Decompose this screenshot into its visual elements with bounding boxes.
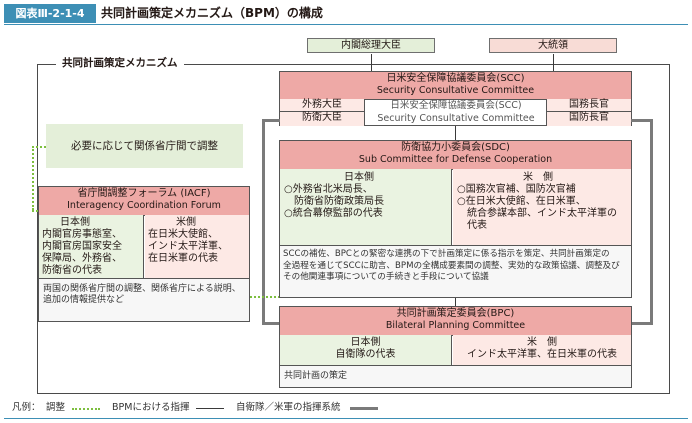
bpc-note: 共同計画の策定	[280, 365, 631, 387]
sdc-box: 防衛協力小委員会(SDC) Sub Committee for Defense …	[279, 140, 632, 298]
bpc-title-ja: 共同計画策定委員会(BPC)	[396, 308, 515, 319]
title-rule	[4, 24, 688, 25]
sdc-title-ja: 防衛協力小委員会(SDC)	[401, 142, 510, 153]
sdc-us-line: 統合参謀本部、インド太平洋軍の	[457, 208, 617, 219]
coordination-line-ministries	[32, 146, 46, 148]
legend-prefix: 凡例：	[12, 402, 41, 413]
iacf-japan-line: 保障局、外務省、	[42, 253, 122, 264]
command-line-right-top	[631, 119, 653, 122]
sdc-note: SCCの補佐、BPCとの緊密な連携の下で計画策定に係る指示を策定、共同計画策定の…	[280, 245, 631, 297]
iacf-japan-line: 内閣官房国家安全	[42, 241, 122, 252]
figure-title: 共同計画策定メカニズム（BPM）の構成	[101, 6, 323, 20]
coordination-line-iacf	[32, 210, 38, 212]
sdc-note-line: SCCの補佐、BPCとの緊密な連携の下で計画策定に係る指示を策定、共同計画策定の	[283, 249, 610, 259]
scc-title-en: Security Consultative Committee	[376, 85, 535, 96]
legend-sdf-us-command-label: 自衛隊／米軍の指揮系統	[236, 402, 341, 413]
coordination-line-sdc-bpc	[250, 296, 280, 298]
scc-center-en: Security Consultative Committee	[377, 113, 535, 124]
legend-bpm-command-label: BPMにおける指揮	[112, 402, 190, 413]
sdc-us-line: 代表	[457, 220, 487, 231]
iacf-us-line: インド太平洋軍、	[148, 241, 228, 252]
sdc-japan-side: 日本側 ○外務省北米局長、 防衛省防衛政策局長 ○統合幕僚監部の代表	[280, 169, 452, 245]
mechanism-frame	[37, 64, 670, 394]
bpc-us-head: 米 側	[527, 337, 557, 348]
figure-number-badge: 図表Ⅲ-2-1-4	[4, 4, 96, 23]
bpc-title-en: Bilateral Planning Committee	[385, 320, 526, 331]
sdc-japan-line: 防衛省防衛政策局長	[284, 196, 384, 207]
bottom-rule	[4, 418, 688, 419]
coordination-line-vertical	[32, 146, 34, 210]
sdc-japan-head: 日本側	[344, 172, 374, 183]
scc-title-ja: 日米安全保障協議委員会(SCC)	[386, 73, 525, 84]
legend-coordination-swatch	[72, 408, 100, 410]
iacf-japan-head: 日本側	[60, 217, 90, 228]
relevant-ministries-box: 必要に応じて関係省庁間で調整	[46, 124, 243, 168]
command-line-right-vertical	[650, 119, 653, 325]
bpc-us-side: 米 側 インド太平洋軍、在日米軍の代表	[453, 335, 631, 365]
iacf-us-head: 米側	[176, 217, 196, 228]
iacf-note-line: 追加の情報提供など	[43, 295, 125, 305]
sdc-us-line: ○国務次官補、国防次官補	[457, 184, 576, 195]
bpc-header: 共同計画策定委員会(BPC) Bilateral Planning Commit…	[280, 307, 631, 336]
sdc-us-side: 米 側 ○国務次官補、国防次官補 ○在日米大使館、在日米軍、 統合参謀本部、イン…	[453, 169, 631, 245]
bpc-japan-line: 自衛隊の代表	[335, 349, 396, 360]
command-line-right-bottom	[631, 322, 653, 325]
iacf-japan-line: 内閣官房事態室、	[42, 229, 122, 240]
iacf-title-en: Interagency Coordination Forum	[67, 200, 221, 211]
scc-member-secretary-of-defense: 国防長官	[546, 112, 631, 126]
scc-center-ja: 日米安全保障協議委員会(SCC)	[390, 100, 522, 111]
sdc-us-line: ○在日米大使館、在日米軍、	[457, 196, 586, 207]
bpc-japan-head: 日本側	[350, 337, 381, 348]
sdc-note-line: その他関連事項についての手続きと手段について協議	[283, 272, 489, 282]
scc-member-foreign-minister: 外務大臣	[280, 99, 365, 112]
president-box: 大統領	[489, 38, 617, 53]
iacf-box: 省庁間調整フォーラム (IACF) Interagency Coordinati…	[38, 186, 250, 322]
command-line-left-top	[262, 119, 280, 122]
iacf-note: 両国の関係省庁間の調整、関係省庁による説明、 追加の情報提供など	[39, 278, 249, 321]
iacf-title-ja: 省庁間調整フォーラム (IACF)	[77, 188, 211, 199]
sdc-us-head: 米 側	[523, 172, 553, 183]
president-to-scc-line	[553, 54, 554, 71]
iacf-note-line: 両国の関係省庁間の調整、関係省庁による説明、	[43, 284, 241, 294]
iacf-japan-line: 防衛省の代表	[42, 265, 102, 276]
iacf-us-line: 在日米軍の代表	[148, 253, 218, 264]
scc-member-secretary-of-state: 国務長官	[546, 99, 631, 112]
bpc-japan-side: 日本側 自衛隊の代表	[280, 335, 452, 365]
scc-member-defense-minister: 防衛大臣	[280, 112, 365, 126]
sdc-to-bpc-line	[455, 298, 456, 306]
legend-coordination-label: 調整	[46, 402, 66, 413]
prime-minister-box: 内閣総理大臣	[307, 38, 435, 53]
iacf-us-side: 米側 在日米大使館、 インド太平洋軍、 在日米軍の代表	[145, 215, 249, 278]
sdc-note-line: 全過程を通じてSCCに助言、BPMの全構成要素間の調整、実効的な政策協議、調整及…	[283, 260, 620, 271]
sdc-title-en: Sub Committee for Defense Cooperation	[358, 154, 553, 165]
bpc-us-line: インド太平洋軍、在日米軍の代表	[467, 349, 617, 360]
sdc-japan-line: ○統合幕僚監部の代表	[284, 208, 383, 219]
legend-sdf-us-command-swatch	[350, 407, 378, 410]
sdc-japan-line: ○外務省北米局長、	[284, 184, 373, 195]
scc-box: 日米安全保障協議委員会(SCC) Security Consultative C…	[279, 71, 632, 126]
command-line-left-bottom	[262, 322, 280, 325]
command-line-left-vertical	[262, 119, 265, 325]
scc-body: 外務大臣 防衛大臣 日米安全保障協議委員会(SCC) Security Cons…	[280, 99, 631, 126]
iacf-us-line: 在日米大使館、	[148, 229, 218, 240]
bpc-box: 共同計画策定委員会(BPC) Bilateral Planning Commit…	[279, 306, 632, 388]
pm-to-scc-line	[371, 54, 372, 71]
scc-to-sdc-line	[455, 126, 456, 140]
scc-header: 日米安全保障協議委員会(SCC) Security Consultative C…	[280, 72, 631, 100]
iacf-japan-side: 日本側 内閣官房事態室、 内閣官房国家安全 保障局、外務省、 防衛省の代表	[39, 215, 144, 278]
sdc-header: 防衛協力小委員会(SDC) Sub Committee for Defense …	[280, 141, 631, 170]
legend-bpm-command-swatch	[196, 408, 224, 409]
mechanism-label: 共同計画策定メカニズム	[56, 56, 184, 70]
iacf-header: 省庁間調整フォーラム (IACF) Interagency Coordinati…	[39, 187, 249, 216]
